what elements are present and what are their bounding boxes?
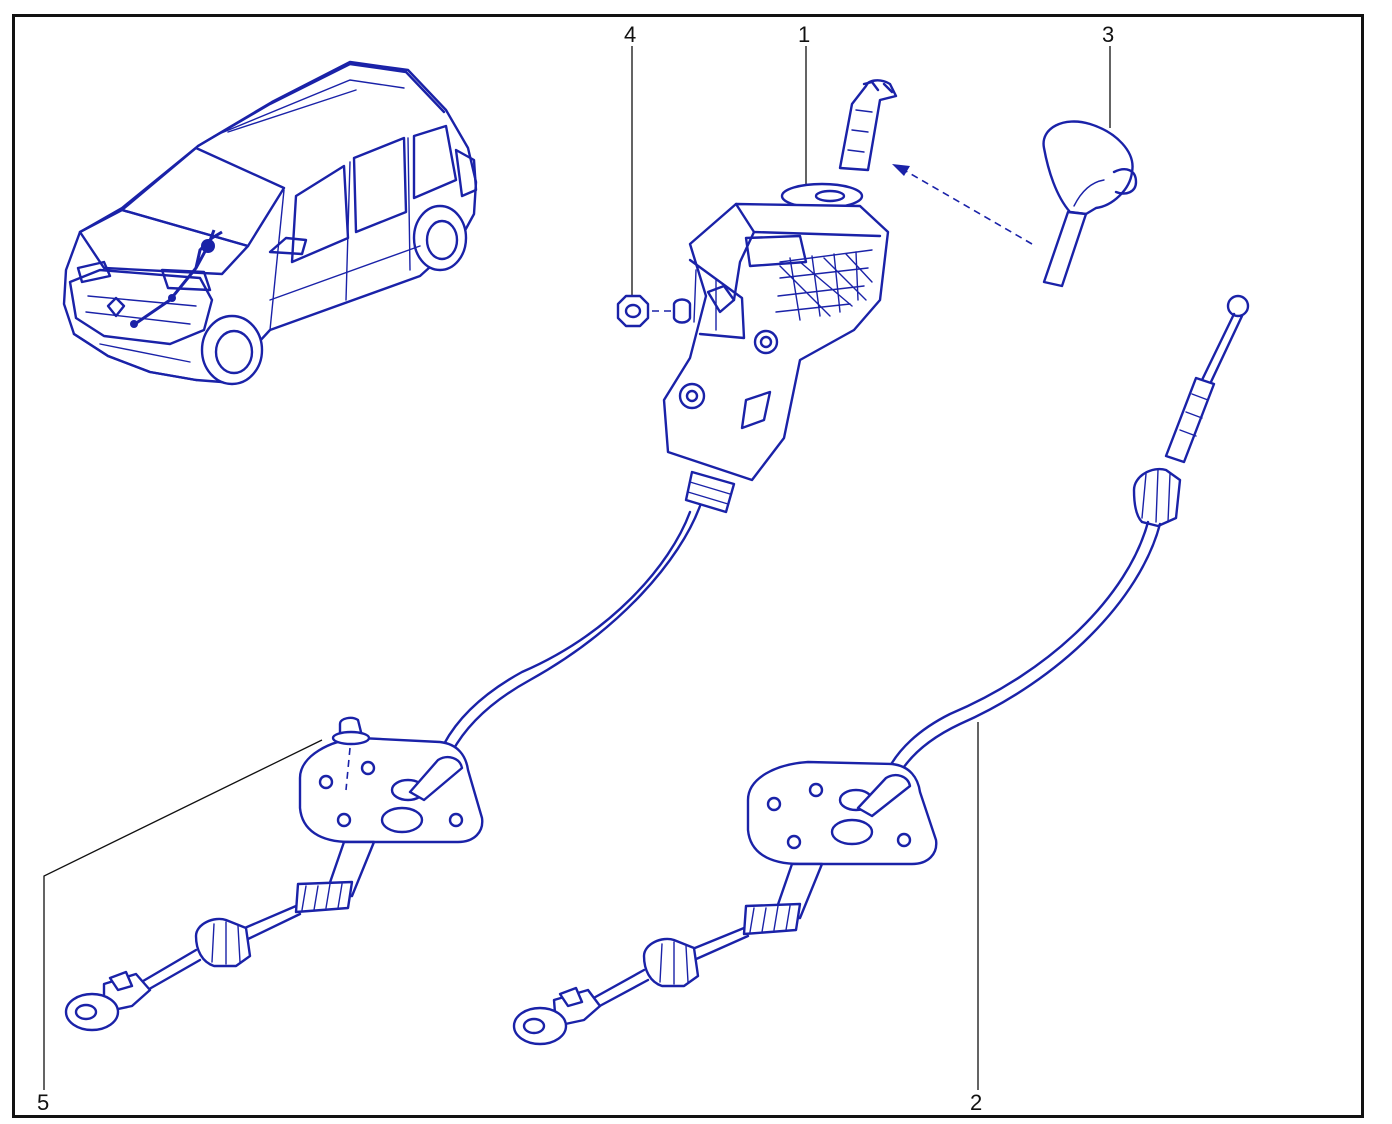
- callout-5: 5: [37, 1090, 50, 1115]
- diagram-frame: [12, 14, 1364, 1118]
- callout-4: 4: [624, 22, 637, 47]
- gear-cable-right: [512, 294, 1250, 1046]
- gear-knob-part: [892, 120, 1138, 288]
- leader-lines: [43, 46, 1111, 1090]
- callout-2: 2: [970, 1090, 983, 1115]
- callout-1: 1: [798, 22, 811, 47]
- gear-cable-left: [64, 504, 702, 1032]
- leader-line-5: [43, 739, 323, 1090]
- assembly-arrow: [903, 169, 1033, 245]
- vehicle-locator-illustration: [62, 60, 478, 386]
- gear-lever-housing-part: [662, 79, 898, 514]
- callout-3: 3: [1102, 22, 1115, 47]
- nut-part: [616, 294, 692, 328]
